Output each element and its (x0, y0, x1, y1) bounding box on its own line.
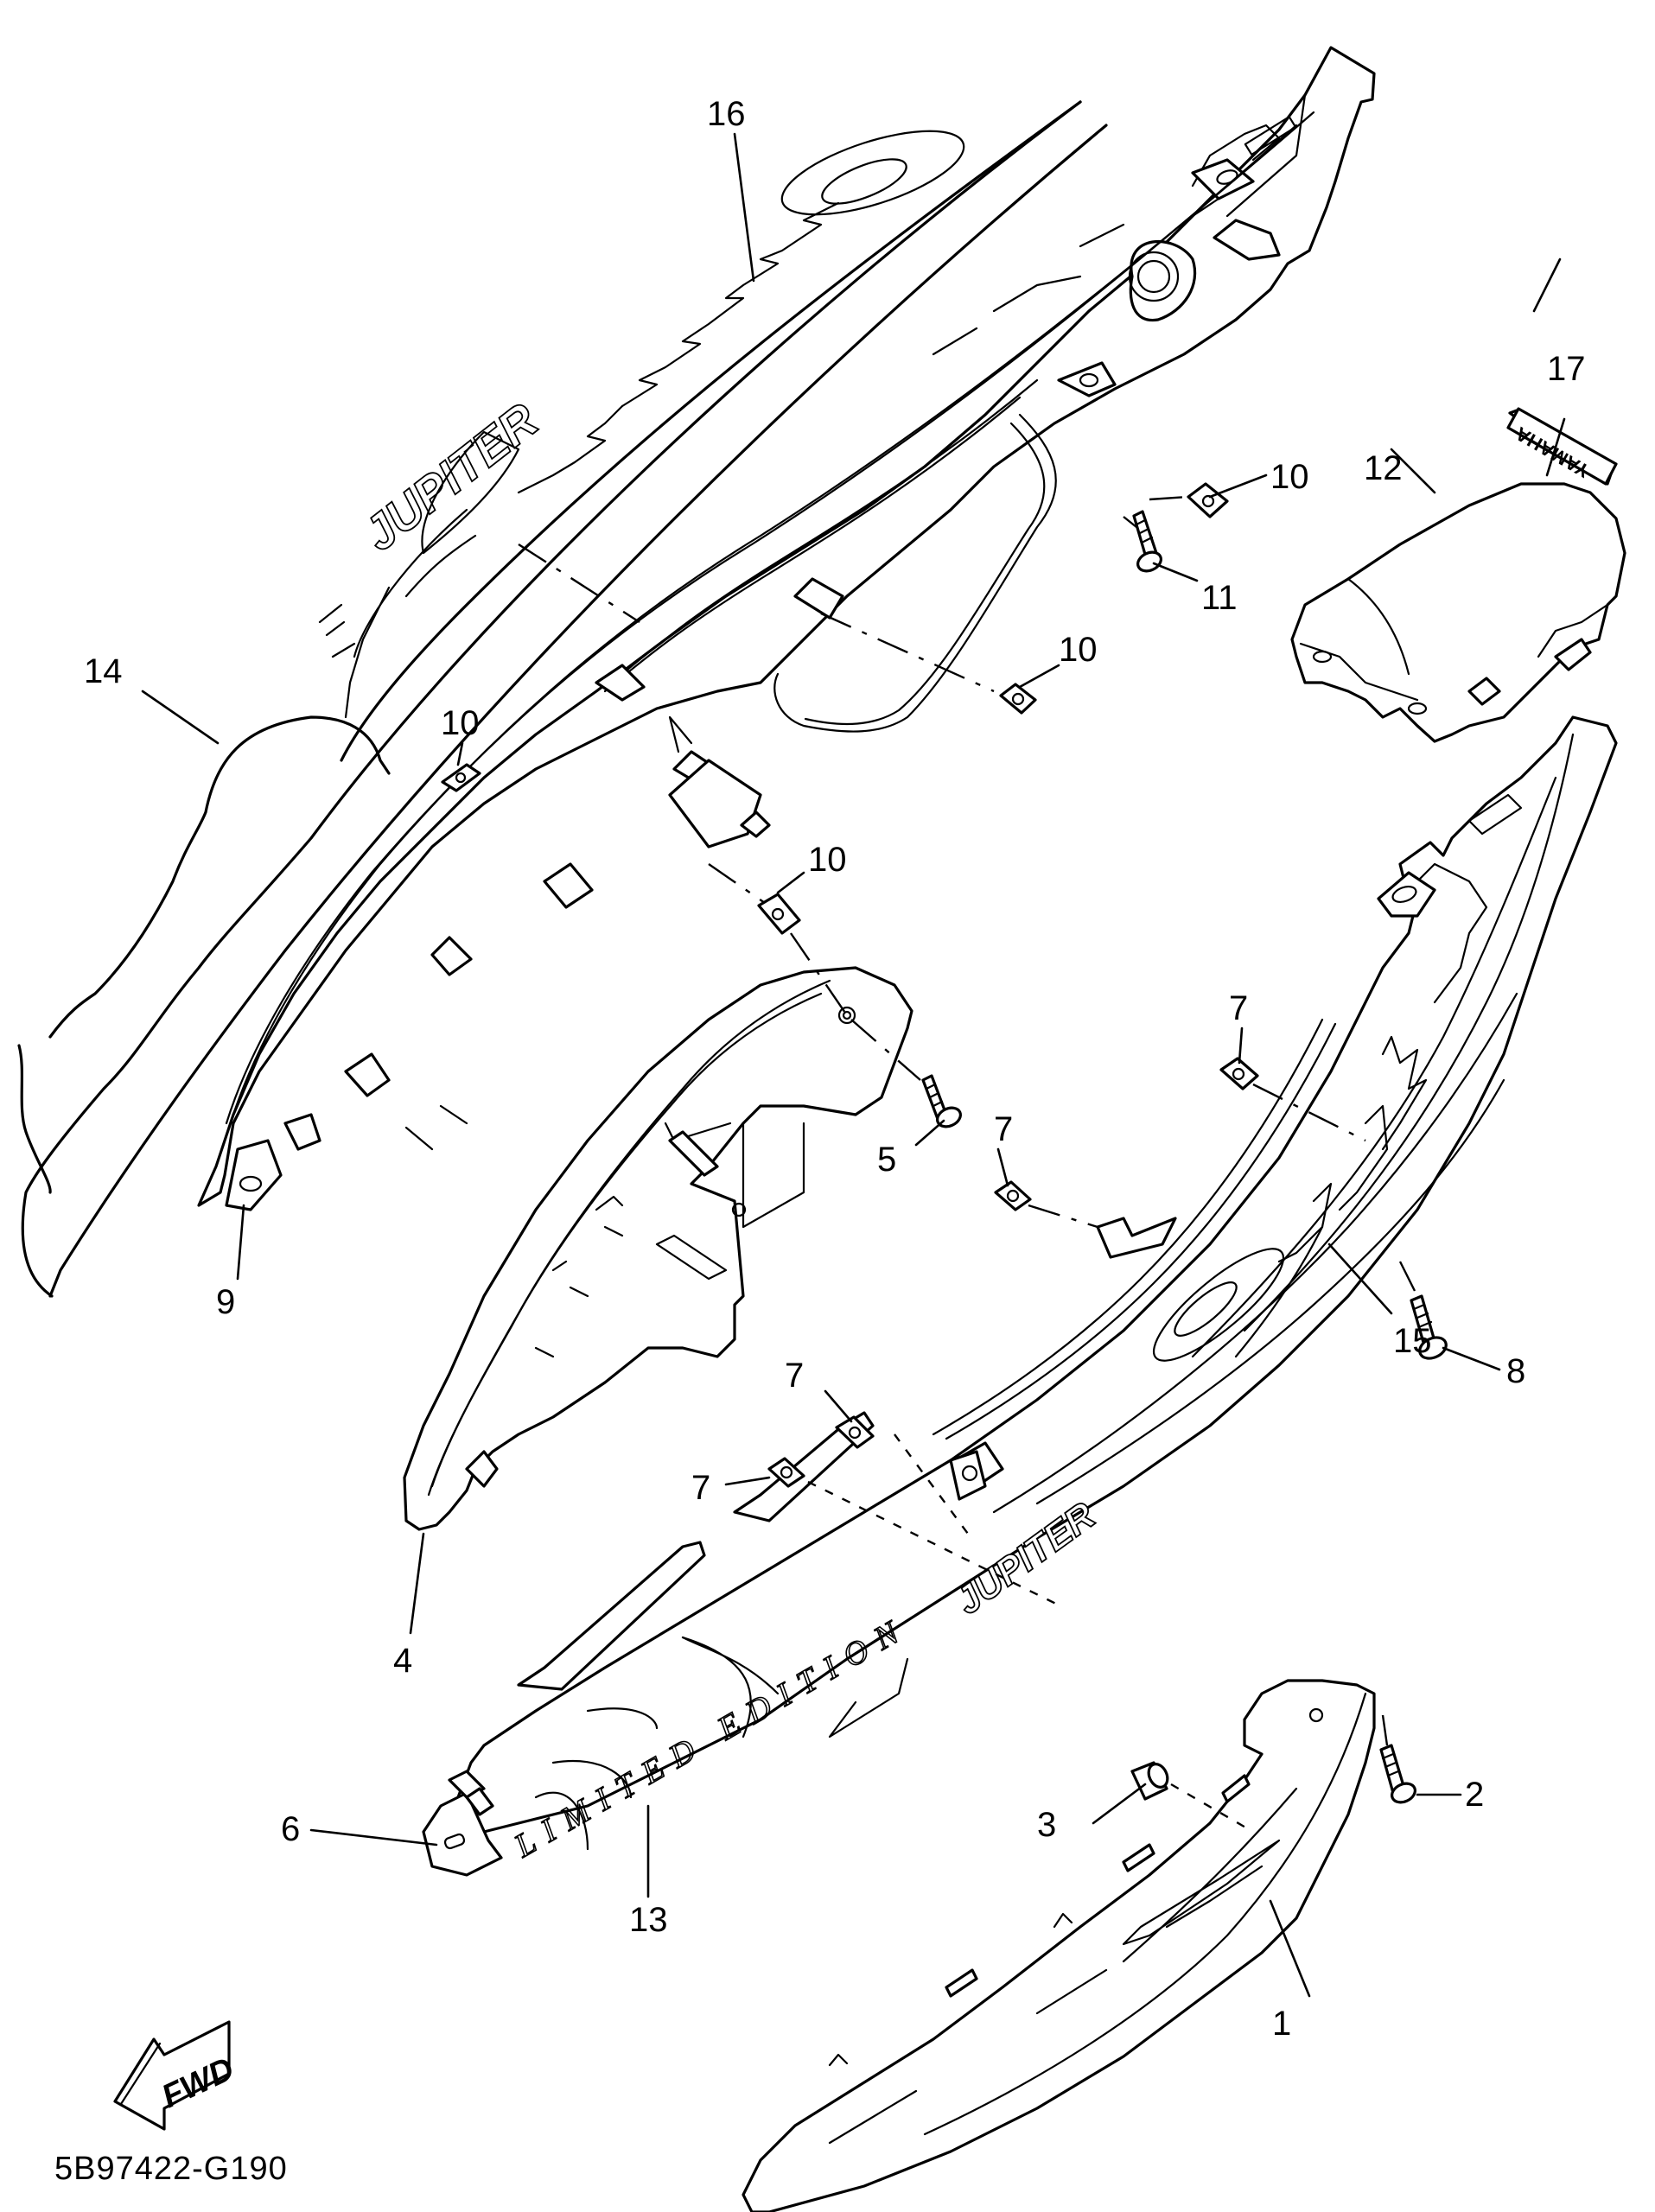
part-14-decal-sheet[interactable] (17, 100, 1108, 1298)
callout-9[interactable]: 9 (216, 1283, 235, 1321)
part-7-nut-a[interactable] (1219, 1057, 1259, 1090)
callout-14[interactable]: 14 (84, 652, 123, 690)
callout-13[interactable]: 13 (629, 1901, 668, 1939)
callout-7-c[interactable]: 7 (785, 1357, 804, 1395)
callout-10-c[interactable]: 10 (441, 704, 480, 742)
callout-15[interactable]: 15 (1393, 1322, 1432, 1360)
fwd-arrow-icon: FWD (113, 2020, 239, 2131)
part-8-screw[interactable] (1410, 1294, 1449, 1363)
callout-12[interactable]: 12 (1364, 449, 1403, 487)
callout-7-d[interactable]: 7 (691, 1469, 710, 1507)
callout-2[interactable]: 2 (1465, 1776, 1484, 1814)
part-10-nut-c[interactable] (441, 763, 481, 792)
part-10-nut-a[interactable] (1187, 482, 1229, 518)
callout-labels: 1 2 3 4 5 6 7 7 7 7 8 9 10 10 10 10 11 1… (84, 95, 1586, 2043)
callout-11[interactable]: 11 (1201, 579, 1238, 617)
callout-5[interactable]: 5 (877, 1141, 896, 1179)
callout-3[interactable]: 3 (1037, 1806, 1056, 1844)
part-10-nut-d[interactable] (757, 893, 801, 935)
model-script-decal: JUPITER (353, 392, 549, 562)
part-17-yamaha-emblem[interactable]: YAMAHA (1506, 407, 1618, 486)
part-7-nut-d[interactable] (767, 1457, 805, 1488)
part-2-screw[interactable] (1379, 1744, 1418, 1806)
assembly-lines (518, 495, 1419, 1834)
upper-frame-cover (197, 46, 1376, 1211)
part-7-nut-c[interactable] (835, 1415, 875, 1449)
callout-10-a[interactable]: 10 (1270, 458, 1309, 496)
part-3-collar[interactable] (1130, 1761, 1171, 1801)
part-4-side-cover[interactable] (403, 966, 913, 1531)
part-12-tail-cover[interactable] (1290, 482, 1626, 743)
part-1-lower-cover[interactable] (742, 1679, 1376, 2212)
callout-17[interactable]: 17 (1547, 350, 1586, 388)
part-11-screw[interactable] (1132, 510, 1164, 575)
callout-4[interactable]: 4 (393, 1642, 412, 1680)
callout-6[interactable]: 6 (281, 1810, 300, 1848)
callout-16[interactable]: 16 (707, 95, 746, 133)
callout-10-b[interactable]: 10 (1059, 631, 1098, 669)
callout-7-a[interactable]: 7 (1229, 989, 1248, 1027)
leader-lines (141, 132, 1566, 1998)
callout-7-b[interactable]: 7 (994, 1110, 1013, 1148)
callout-10-d[interactable]: 10 (808, 841, 847, 879)
callout-1[interactable]: 1 (1272, 2005, 1291, 2043)
part-5-screw[interactable] (921, 1074, 964, 1130)
callout-8[interactable]: 8 (1506, 1352, 1525, 1390)
part-10-nut-b[interactable] (999, 683, 1037, 715)
part-7-nut-b[interactable] (994, 1180, 1032, 1211)
diagram-code: 5B97422-G190 (54, 2151, 288, 2187)
